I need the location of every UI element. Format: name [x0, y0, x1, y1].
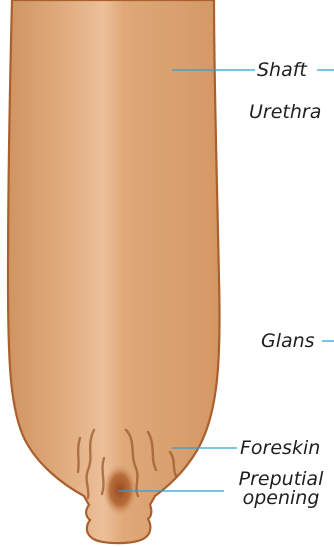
shaft-label: Shaft — [257, 61, 307, 80]
preputial-opening-label: Preputial opening — [226, 470, 334, 508]
glans-label: Glans — [261, 332, 315, 351]
urethra-label: Urethra — [249, 103, 321, 122]
preputial-label-line2: opening — [226, 489, 334, 508]
preputial-opening-mark — [103, 464, 137, 516]
foreskin-label: Foreskin — [240, 439, 320, 458]
organ-outline — [8, 0, 220, 543]
